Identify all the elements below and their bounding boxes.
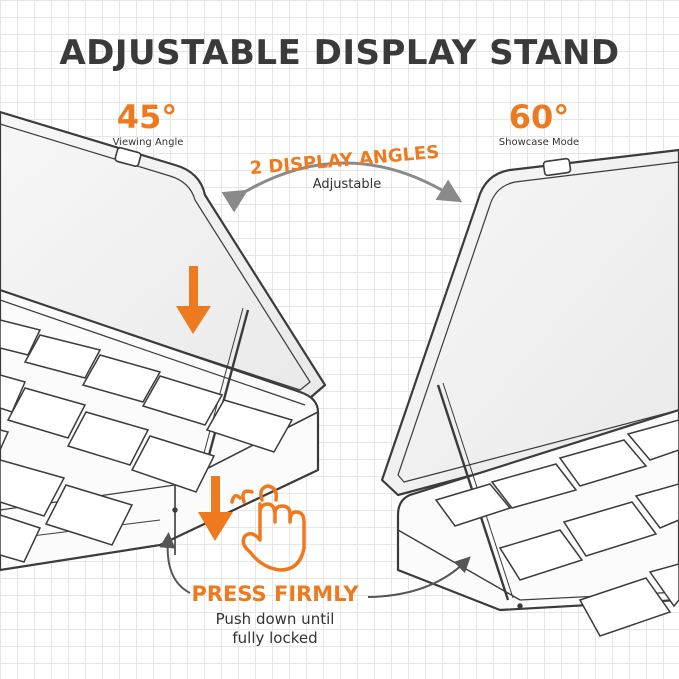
curved-arrow-icon [159, 532, 191, 594]
arrow-down-icon [176, 266, 211, 334]
display-angles-headline: 2 DISPLAY ANGLES [249, 142, 440, 179]
right-angle-value: 60° [508, 98, 570, 136]
left-angle-value: 45° [116, 98, 178, 136]
right-card-slots [434, 419, 679, 637]
press-firmly-line2: fully locked [232, 629, 318, 647]
page-title: ADJUSTABLE DISPLAY STAND [59, 33, 620, 73]
left-angle-caption: Viewing Angle [112, 137, 184, 148]
press-firmly-instructions: Push down until fully locked [170, 610, 380, 648]
display-angles-caption: Adjustable [313, 177, 381, 192]
hand-press-icon [230, 484, 306, 572]
press-firmly-headline: PRESS FIRMLY [191, 582, 359, 606]
arrow-down-icon [198, 476, 233, 541]
right-angle-caption: Showcase Mode [498, 137, 580, 148]
press-firmly-line1: Push down until [215, 610, 335, 628]
left-card-slots [0, 319, 294, 563]
curved-arrow-icon [367, 556, 471, 598]
curved-arrow-icon [221, 161, 463, 213]
